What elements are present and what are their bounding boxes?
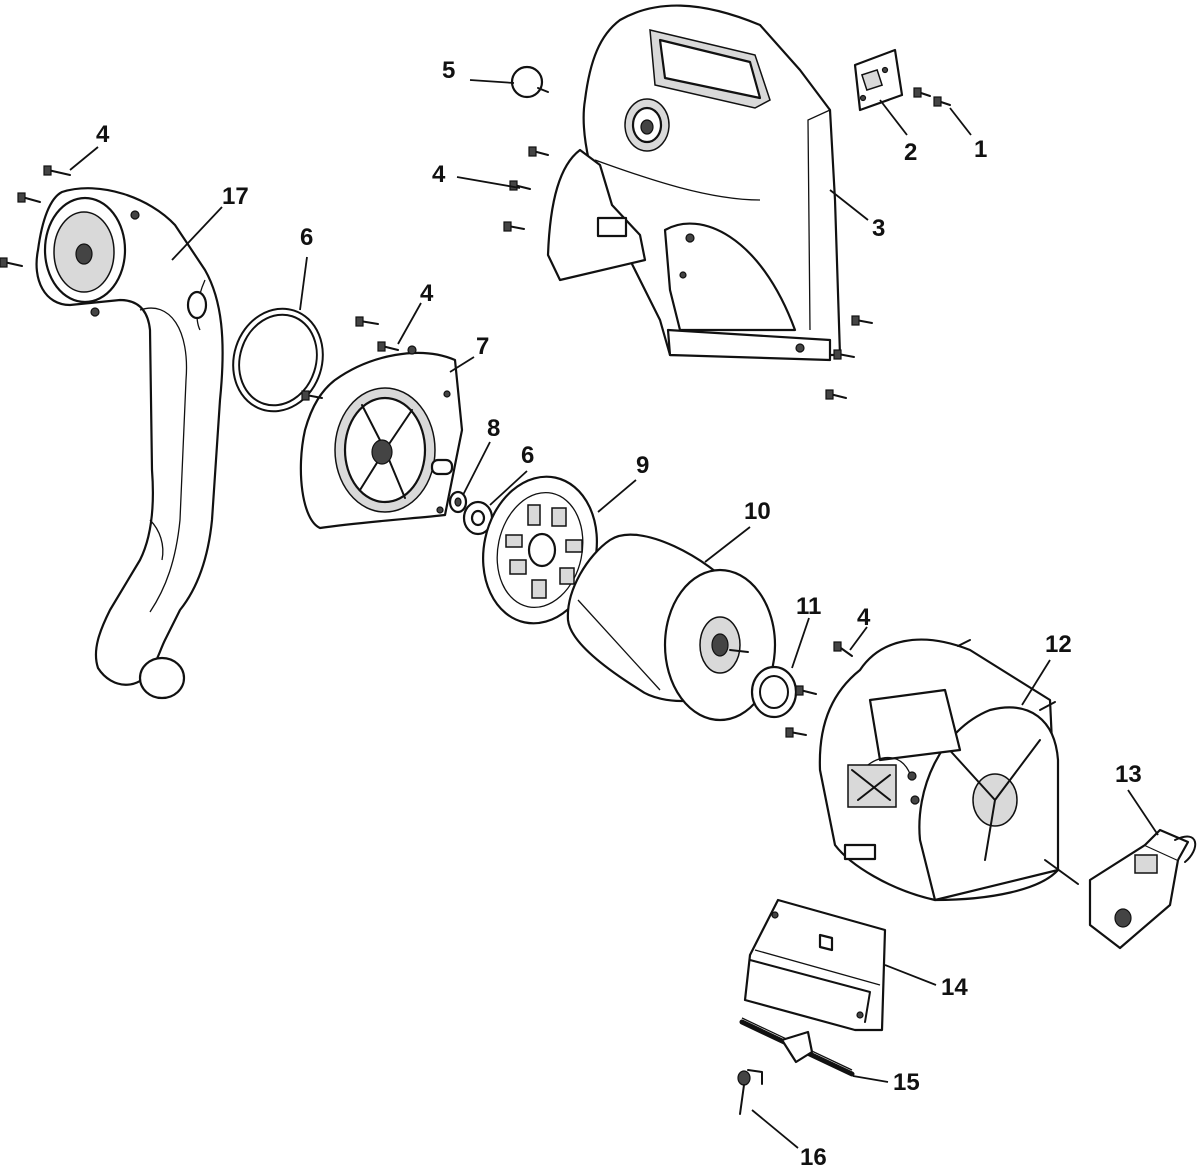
callout-5: 5 (442, 57, 455, 84)
callout-13: 13 (1115, 761, 1142, 788)
callout-14: 14 (941, 974, 968, 1001)
callout-8: 8 (487, 415, 500, 442)
callout-9: 9 (636, 452, 649, 479)
part-5-knob (510, 65, 549, 99)
callout-17: 17 (222, 183, 249, 210)
callout-4: 4 (857, 604, 871, 631)
part-3-upper-housing (546, 4, 842, 362)
callout-16: 16 (800, 1144, 827, 1168)
screws-part-12 (785, 641, 853, 738)
part-1-screws (913, 87, 951, 107)
part-13-switch-assembly (1088, 828, 1197, 950)
callout-6: 6 (521, 442, 534, 469)
part-16-spring (737, 1069, 763, 1115)
part-9-filter-grille (482, 475, 598, 625)
callout-2: 2 (904, 139, 917, 166)
part-11-gasket (750, 665, 798, 719)
part-14-bracket (743, 898, 887, 1032)
callout-11: 11 (796, 593, 821, 620)
screws-left (0, 165, 71, 268)
part-15-shaft (739, 1017, 855, 1077)
callout-3: 3 (872, 215, 885, 242)
part-6-seal (462, 500, 494, 536)
callout-4: 4 (96, 121, 110, 148)
callout-10: 10 (744, 498, 771, 525)
screws-part-3 (503, 146, 873, 400)
part-8-washer (448, 490, 468, 514)
callout-labels: 1 2 3 4 4 4 4 5 6 6 7 8 9 10 11 12 13 14… (96, 57, 1142, 1168)
part-10-filter-cartridge (566, 533, 777, 722)
callout-6: 6 (300, 224, 313, 251)
screws-part-7 (301, 316, 399, 401)
part-12-motor-housing (818, 638, 1079, 902)
callout-4: 4 (420, 280, 434, 307)
callout-1: 1 (974, 136, 987, 163)
part-2-panel-plate (853, 48, 904, 112)
part-17-duct-arm (35, 187, 224, 700)
part-6-gasket-ring (232, 307, 324, 413)
callout-7: 7 (476, 333, 489, 360)
callout-12: 12 (1045, 631, 1072, 658)
callout-4: 4 (432, 161, 446, 188)
part-7-fan-housing (299, 345, 464, 530)
leader-lines (69, 79, 1159, 1149)
callout-15: 15 (893, 1069, 920, 1096)
